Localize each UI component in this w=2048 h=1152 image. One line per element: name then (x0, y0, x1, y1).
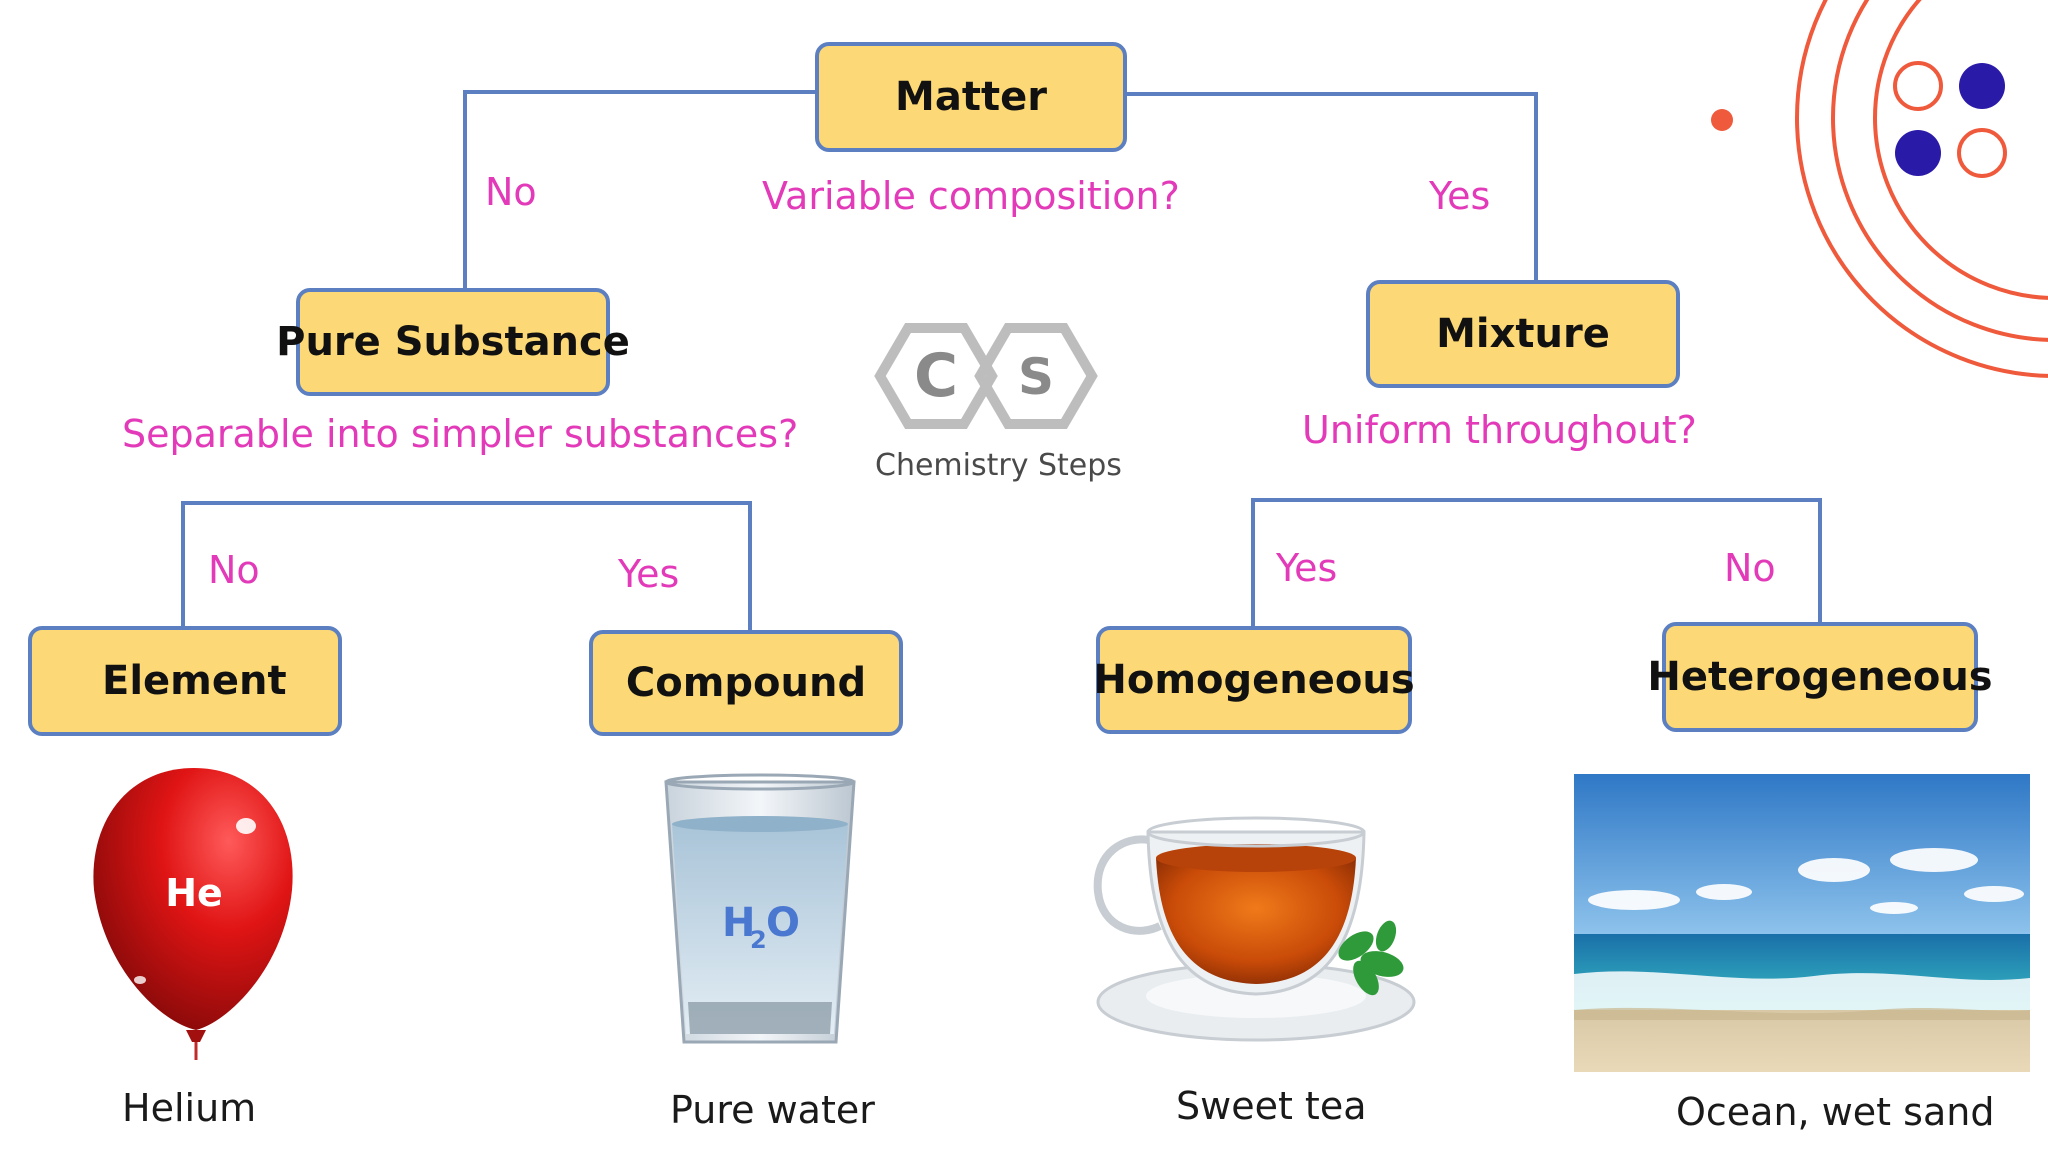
decor-dot-icon (1711, 109, 1733, 131)
question-separable: Separable into simpler substances? (122, 412, 799, 456)
ocean-beach-image (1574, 774, 2030, 1072)
water-formula-subscript: 2 (750, 926, 767, 954)
logo-letter-c: C (914, 341, 958, 411)
caption-pure-water: Pure water (670, 1088, 875, 1132)
node-element: Element (28, 626, 342, 736)
logo-letter-s: S (1018, 348, 1054, 406)
node-pure-substance: Pure Substance (276, 288, 630, 396)
node-matter: Matter (815, 42, 1127, 152)
branch-label-pure-yes: Yes (618, 552, 680, 596)
branch-label-mixture-no: No (1724, 546, 1776, 590)
node-heterogeneous: Heterogeneous (1647, 622, 1993, 732)
question-uniform: Uniform throughout? (1302, 408, 1697, 452)
branch-label-mixture-yes: Yes (1276, 546, 1338, 590)
branch-label-matter-no: No (485, 170, 537, 214)
chemistry-steps-logo-icon: C S (874, 323, 1098, 429)
decorative-corner (1711, 0, 2048, 378)
water-formula-o: O (766, 900, 800, 946)
caption-helium: Helium (122, 1086, 257, 1130)
mint-leaf-icon (1338, 920, 1404, 996)
connector-matter-mixture (1125, 92, 1538, 282)
connector-pure-element (181, 501, 752, 630)
node-mixture: Mixture (1366, 280, 1680, 388)
logo-name: Chemistry Steps (875, 448, 1122, 483)
connector-mixture-homo (1251, 498, 1822, 626)
branch-label-pure-no: No (208, 548, 260, 592)
caption-sweet-tea: Sweet tea (1176, 1084, 1367, 1128)
balloon-symbol: He (165, 871, 223, 915)
question-variable-composition: Variable composition? (762, 174, 1180, 218)
helium-balloon-image: He (93, 768, 293, 1060)
water-glass-image: H 2 O (664, 773, 856, 1044)
node-compound: Compound (589, 630, 903, 736)
caption-ocean: Ocean, wet sand (1676, 1090, 1995, 1134)
connector-matter-pure (463, 90, 815, 288)
tea-cup-image (1093, 816, 1416, 1042)
node-homogeneous: Homogeneous (1093, 626, 1415, 734)
water-formula-h: H (722, 900, 755, 946)
branch-label-matter-yes: Yes (1429, 174, 1491, 218)
